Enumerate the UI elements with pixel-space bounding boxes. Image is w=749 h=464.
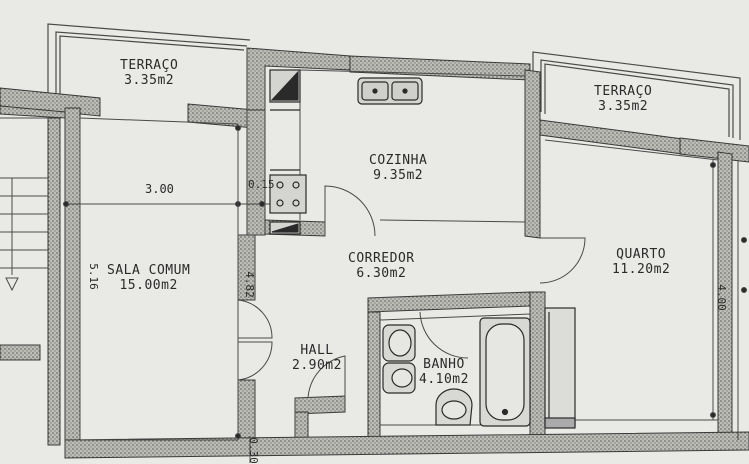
dim-quarto-height: 4.00 <box>714 284 728 311</box>
room-area: 3.35m2 <box>124 73 175 88</box>
bathroom-fixtures <box>382 307 576 429</box>
room-name: COZINHA <box>369 153 428 168</box>
right-edge-lines <box>737 160 747 440</box>
walls <box>0 47 749 459</box>
room-label-hall: HALL 2.90m2 <box>292 343 342 373</box>
room-name: SALA COMUM <box>107 263 191 278</box>
room-area: 2.90m2 <box>292 358 342 373</box>
room-area: 4.10m2 <box>419 372 469 387</box>
room-label-banho: BANHO 4.10m2 <box>419 357 469 387</box>
dimension-lines <box>63 118 716 463</box>
room-area: 11.20m2 <box>612 262 671 277</box>
room-name: TERRAÇO <box>594 84 653 99</box>
kitchen-sink <box>357 77 423 105</box>
room-label-sala-comum: SALA COMUM 15.00m2 <box>107 263 190 293</box>
room-area: 3.35m2 <box>598 99 649 114</box>
room-area: 6.30m2 <box>356 266 407 281</box>
room-label-terraco-left: TERRAÇO 3.35m2 <box>120 58 178 88</box>
room-name: HALL <box>300 343 334 358</box>
room-label-terraco-right: TERRAÇO 3.35m2 <box>594 84 652 114</box>
room-label-corredor: CORREDOR 6.30m2 <box>348 251 415 281</box>
room-area: 15.00m2 <box>119 278 178 293</box>
room-name: QUARTO <box>616 247 667 262</box>
room-label-cozinha: COZINHA 9.35m2 <box>369 153 427 183</box>
dim-hall-height: 4.82 <box>242 271 256 298</box>
terrace-left-parapet <box>47 23 251 95</box>
staircase <box>0 117 48 292</box>
room-name: CORREDOR <box>348 251 415 266</box>
door-swings <box>237 185 586 399</box>
dim-sala-height: 5.16 <box>86 263 100 290</box>
dim-sala-width: 3.00 <box>145 182 174 196</box>
dim-wall-thickness: 0.15 <box>248 178 275 191</box>
kitchen-stove <box>269 69 307 235</box>
room-area: 9.35m2 <box>373 168 424 183</box>
dim-bottom-wall: 0.30 <box>246 437 260 464</box>
room-name: TERRAÇO <box>120 58 179 73</box>
room-label-quarto: QUARTO 11.20m2 <box>612 247 670 277</box>
room-name: BANHO <box>423 357 465 372</box>
